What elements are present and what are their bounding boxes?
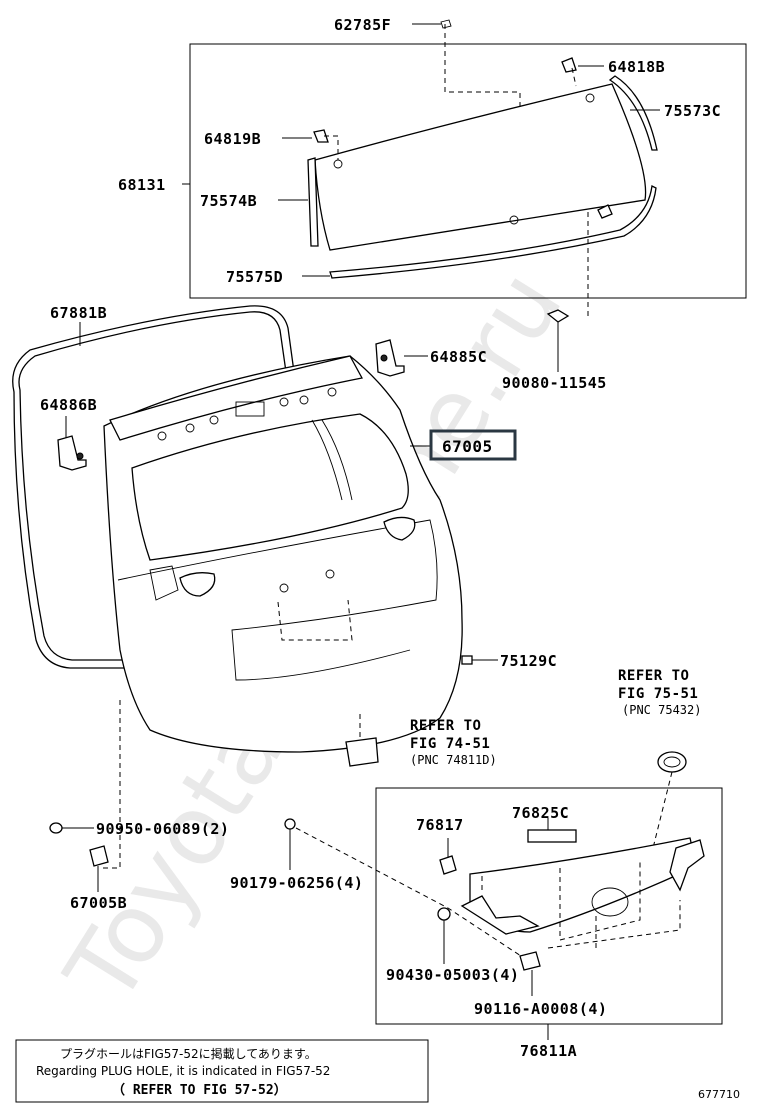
service-hole [383,516,416,541]
garnish-end-right [669,839,705,892]
emblem-75432-icon [657,751,687,773]
back-door-window-opening [131,413,409,561]
refer-75-line1: REFER TO [618,668,689,684]
leader-62785F-dash [444,24,521,110]
cushion-90950-icon [49,822,63,834]
back-window-glass [314,83,647,251]
label-75575D: 75575D [226,268,283,286]
screw-90116-icon [519,951,541,971]
garnish-camera-hole [591,887,629,917]
plug-62785F-icon [440,19,452,29]
label-64818B: 64818B [608,58,665,76]
molding-75575D [329,185,657,279]
glass-clip-hole [585,93,595,103]
refer-74-line2: FIG 74-51 [410,736,490,752]
note-refer-57-52[interactable]: （ REFER TO FIG 57-52） [112,1082,287,1098]
label-64819B: 64819B [204,130,261,148]
label-76811A: 76811A [520,1042,577,1060]
refer-fig-74-51[interactable]: REFER TO FIG 74-51 (PNC 74811D) [410,718,497,767]
clip-64819B-icon [313,129,329,143]
glass-clip-hole [509,215,519,225]
label-67005B: 67005B [70,894,127,912]
opening-reflection [321,419,353,501]
label-75573C: 75573C [664,102,721,120]
stay-67005B-icon [89,845,109,867]
service-hole [149,565,179,601]
note-box [15,1039,429,1103]
plate-area-dash [277,599,353,641]
leader-90950-dash [102,700,121,869]
panel-hole [279,583,289,593]
hinge-bolt-icon [380,354,388,362]
refer-75-line2: FIG 75-51 [618,686,698,702]
hinge-64886B-icon [57,435,87,471]
label-76825C: 76825C [512,804,569,822]
hinge-64885C-icon [375,339,405,377]
refer-74-line1: REFER TO [410,718,481,734]
refer-74-line3: (PNC 74811D) [410,753,497,767]
highlight-box-67005 [429,429,517,461]
panel-hole [299,395,309,405]
plug-75129C-icon [461,655,473,665]
leader-garnish-dash [295,827,525,959]
bolt-90080-icon [597,204,613,219]
refer-fig-75-51[interactable]: REFER TO FIG 75-51 (PNC 75432) [618,668,701,717]
panel-bracket [235,401,265,417]
panel-hole [157,431,167,441]
panel-hole [325,569,335,579]
leader-64818B-dash [571,67,577,87]
molding-75573C [608,75,658,151]
garnish-dash-lines [481,860,641,950]
molding-75574B [307,157,319,247]
cover-76825C-icon [527,829,577,843]
label-68131: 68131 [118,176,166,194]
figure-id: 677710 [698,1088,740,1101]
label-90179-06256: 90179-06256(4) [230,874,363,892]
service-hole [179,572,216,597]
panel-hole [327,387,337,397]
clip-64818B-icon [561,57,577,73]
washer-90430-icon [437,907,451,921]
label-75574B: 75574B [200,192,257,210]
hinge-bolt-icon [76,452,84,460]
note-japanese: プラグホールはFIG57-52に掲載してあります。 [60,1046,317,1061]
note-english: Regarding PLUG HOLE, it is indicated in … [36,1064,330,1078]
label-67881B: 67881B [50,304,107,322]
label-76817: 76817 [416,816,464,834]
handle-74811D-icon [345,737,379,767]
garnish-dash-lines [547,900,681,949]
inner-panel-contour [117,519,438,681]
label-90116-A0008: 90116-A0008(4) [474,1000,607,1018]
nut-90179-icon [284,818,296,830]
panel-hole [185,423,195,433]
glass-group-box [189,43,747,299]
label-90950-06089: 90950-06089(2) [96,820,229,838]
weatherstrip-67881B [12,305,295,669]
panel-hole [279,397,289,407]
label-62785F: 62785F [334,16,391,34]
label-64885C: 64885C [430,348,487,366]
label-90430-05003: 90430-05003(4) [386,966,519,984]
back-door-upper-frame [109,355,363,441]
garnish-end-left [460,895,540,935]
label-67005: 67005 [442,437,493,456]
clip-76817-icon [439,855,457,875]
label-90080-11545: 90080-11545 [502,374,607,392]
emblem-inner [663,756,681,768]
leader-64819B-dash [324,135,339,160]
garnish-group-box [375,787,723,1025]
opening-reflection [311,419,343,501]
panel-hole [209,415,219,425]
refer-75-line3: (PNC 75432) [622,703,701,717]
label-64886B: 64886B [40,396,97,414]
bolt-90080-lower-icon [546,309,570,323]
label-75129C: 75129C [500,652,557,670]
